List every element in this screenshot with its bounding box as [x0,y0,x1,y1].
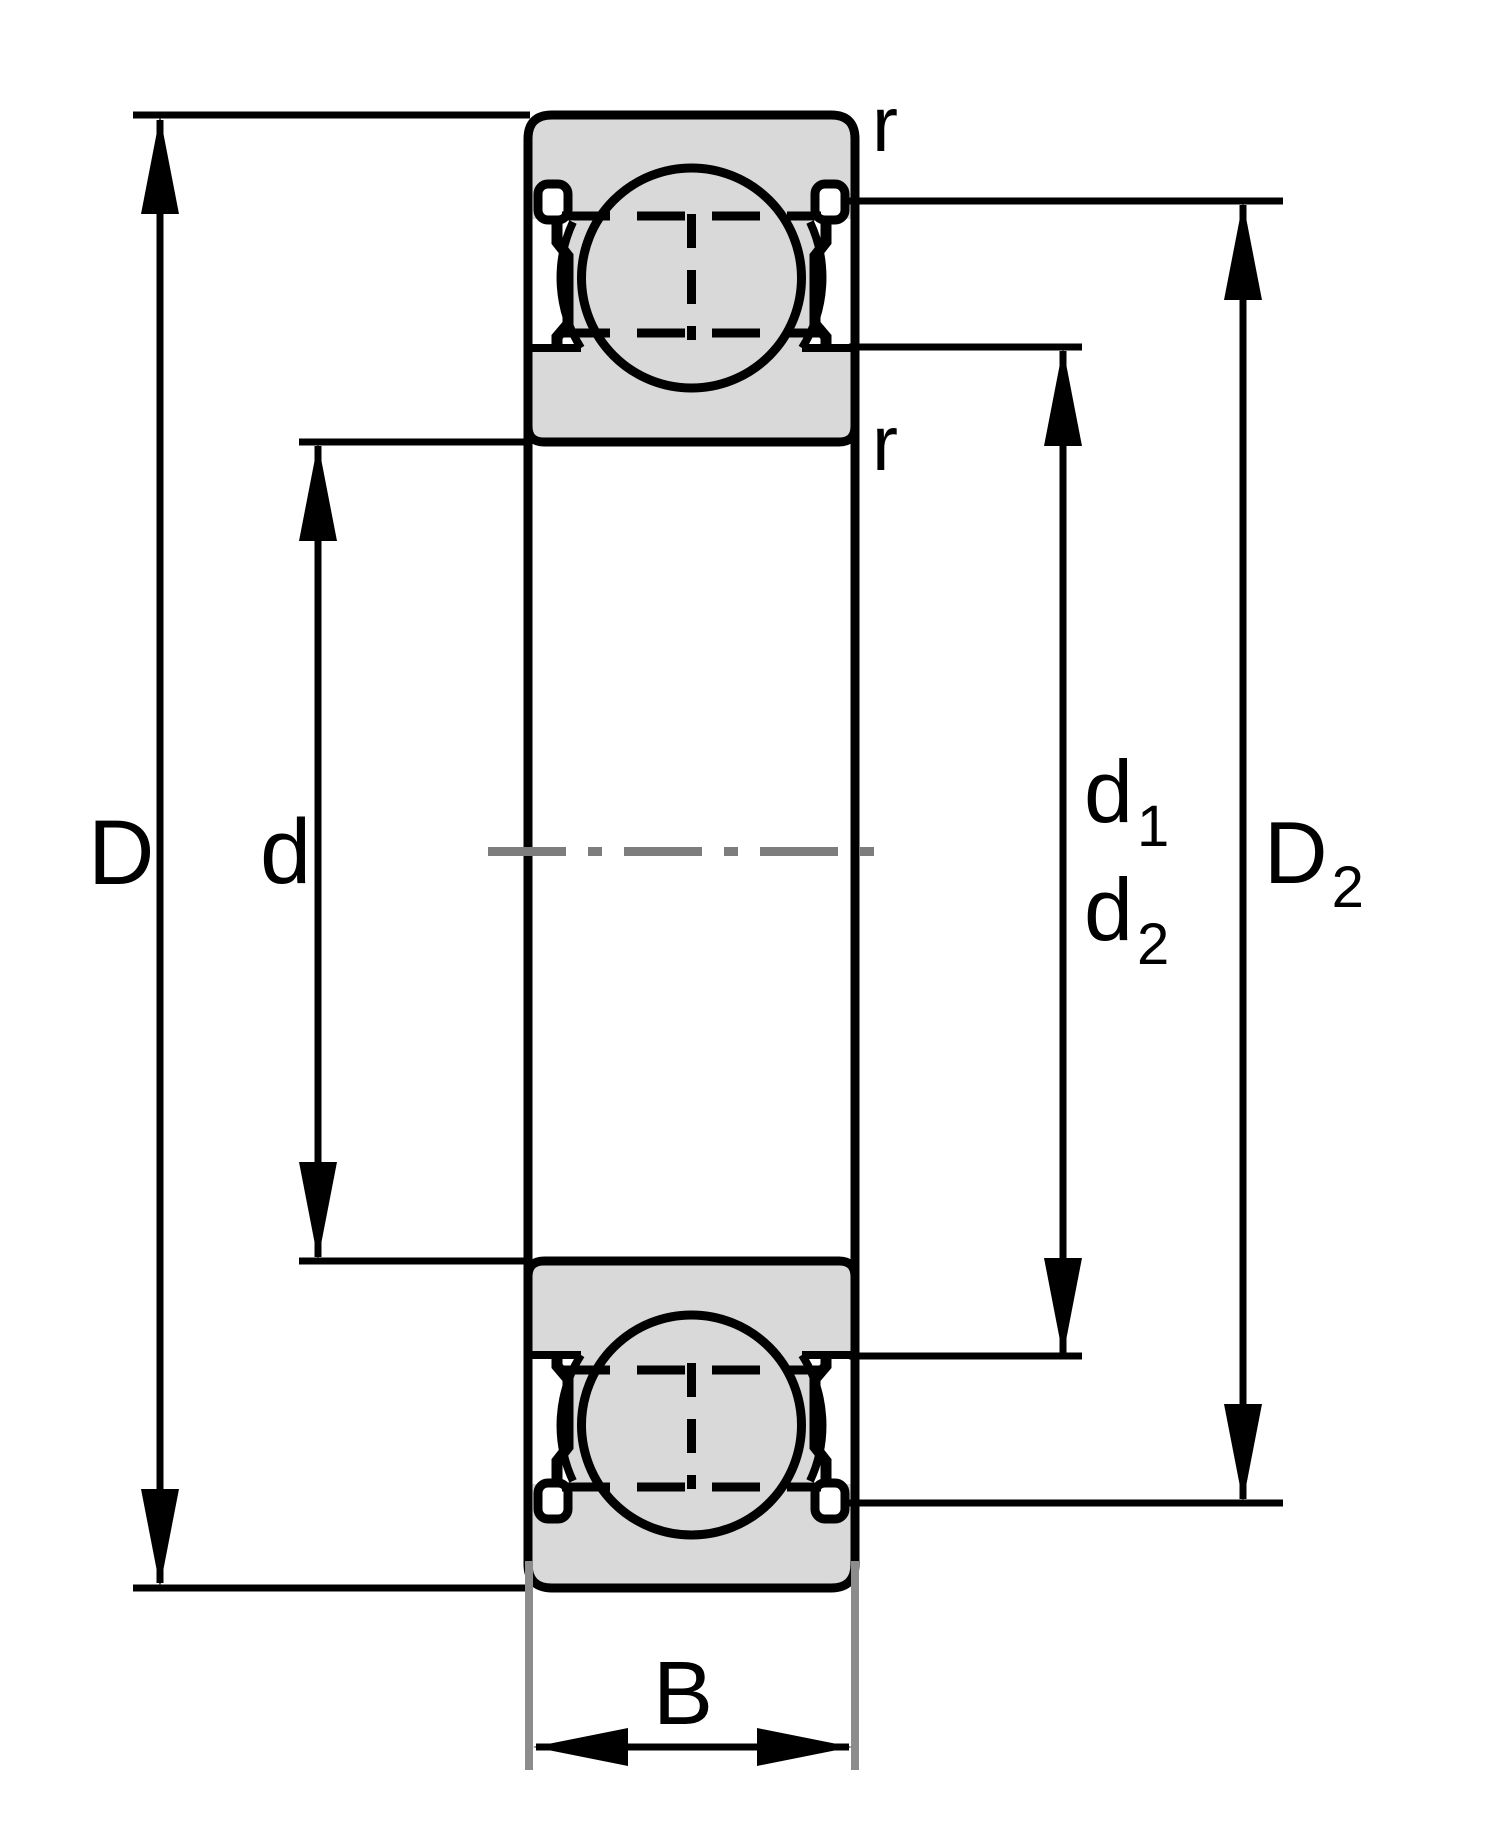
dimension-D: D [88,111,530,1592]
bearing-section-top [523,110,860,447]
label-d1: d1 [1084,742,1169,859]
shield-groove-top-left [533,179,573,225]
ball-top [577,163,806,393]
shield-top-left [551,221,574,348]
dimension-B: B [525,1561,859,1770]
dim-d-arrow-down [299,1162,337,1260]
dim-D-arrow-down [141,1489,179,1587]
label-r-bottom: r [872,399,898,487]
shield-bottom-left [551,1355,574,1482]
shield-groove-bottom-right [810,1478,850,1524]
label-B: B [653,1644,713,1744]
shield-top-right [809,221,832,348]
dim-D2-arrow-down [1224,1404,1262,1502]
dimension-D2: D2 [846,197,1364,1507]
outer-ring-top-outline [523,110,860,221]
label-r-top: r [872,80,898,168]
ball-bottom [577,1310,806,1540]
dimension-d: d [260,438,530,1265]
dim-d1-arrow-up [1044,348,1082,446]
shield-groove-top-right [810,179,850,225]
label-d: d [260,801,311,903]
label-D2: D2 [1264,803,1364,920]
dim-B-arrow-right [757,1728,852,1766]
dim-D-arrow-up [141,116,179,214]
label-D: D [88,802,154,904]
dimension-d1-d2: d1 d2 [849,343,1169,1360]
label-d2: d2 [1084,860,1169,977]
dim-D2-arrow-up [1224,202,1262,300]
dim-B-arrow-left [533,1728,628,1766]
shield-groove-bottom-left [533,1478,573,1524]
dim-d-arrow-up [299,443,337,541]
shield-bottom-right [809,1355,832,1482]
dim-d1-arrow-down [1044,1258,1082,1356]
bearing-section-bottom [523,1256,860,1593]
